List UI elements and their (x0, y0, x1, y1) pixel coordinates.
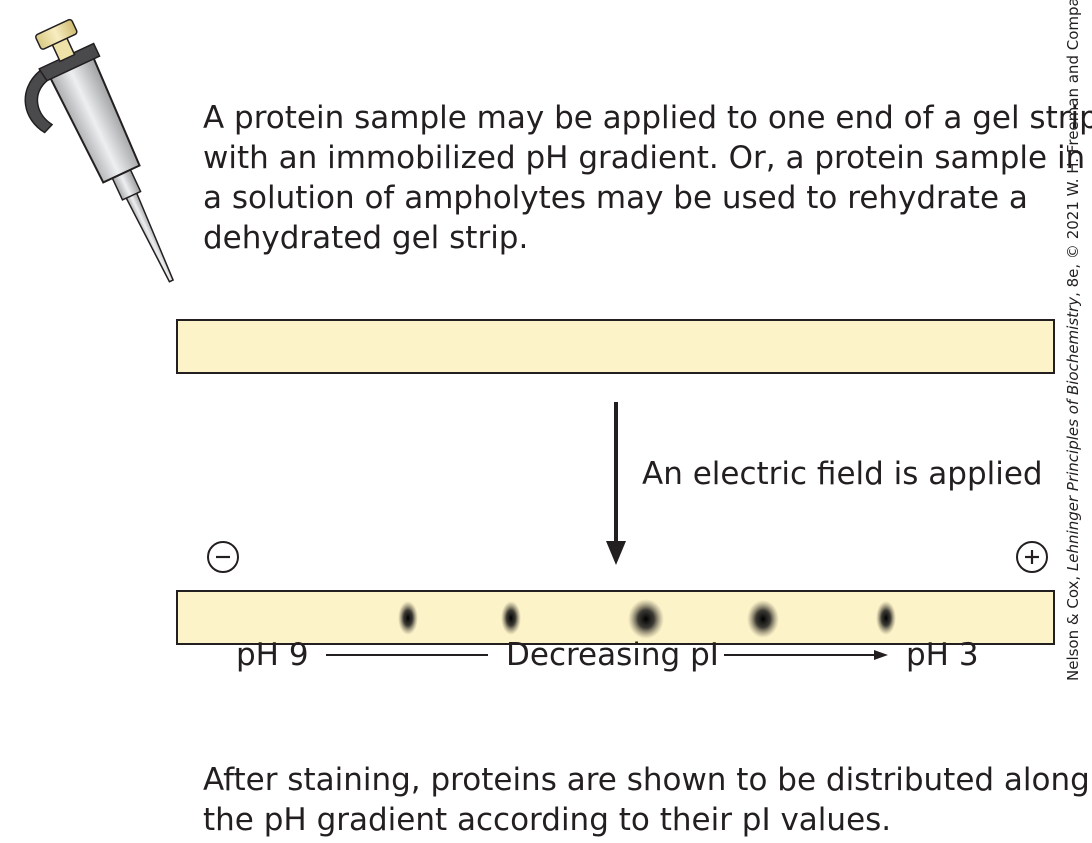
intro-line: a solution of ampholytes may be used to … (203, 180, 1028, 216)
gel-strip-after (176, 590, 1055, 645)
credit-publisher: , 8e, © 2021 W. H. Freeman and Company (1064, 0, 1082, 297)
protein-spot (398, 601, 418, 635)
copyright-credit: Nelson & Cox, Lehninger Principles of Bi… (1064, 0, 1082, 681)
electric-field-label: An electric field is applied (642, 456, 1043, 492)
outro-line: the pH gradient according to their pI va… (203, 802, 892, 838)
outro-paragraph: After staining, proteins are shown to be… (203, 760, 1090, 840)
credit-authors: Nelson & Cox, (1064, 571, 1082, 681)
intro-line: with an immobilized pH gradient. Or, a p… (203, 140, 1086, 176)
gel-strip-before (176, 319, 1055, 374)
credit-book-title: Lehninger Principles of Biochemistry (1064, 296, 1082, 572)
protein-spot (501, 601, 521, 635)
outro-line: After staining, proteins are shown to be… (203, 762, 1090, 798)
intro-line: dehydrated gel strip. (203, 220, 529, 256)
protein-spot (876, 601, 896, 635)
plus-icon (1016, 541, 1048, 573)
minus-icon (207, 541, 239, 573)
ph-low-label: pH 3 (906, 637, 979, 673)
intro-paragraph: A protein sample may be applied to one e… (203, 98, 1092, 258)
decreasing-pi-label: Decreasing pI (506, 637, 719, 673)
intro-line: A protein sample may be applied to one e… (203, 100, 1092, 136)
ph-high-label: pH 9 (236, 637, 309, 673)
protein-spot (747, 600, 779, 638)
protein-spot (628, 599, 664, 639)
